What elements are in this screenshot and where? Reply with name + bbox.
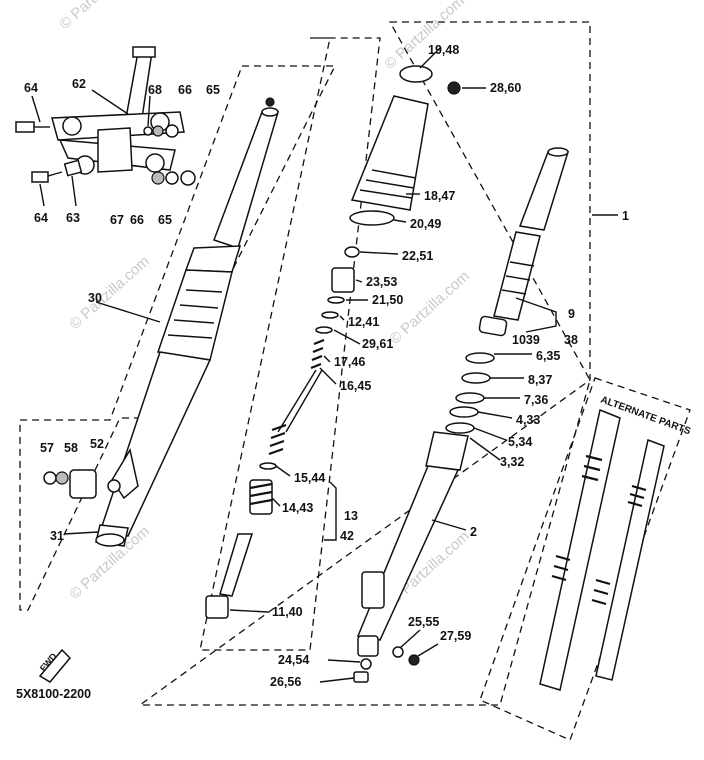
watermark: © Partzilla.com (386, 268, 472, 348)
label-29-61: 29,61 (362, 337, 393, 351)
label-9: 9 (568, 307, 575, 321)
label-24-54: 24,54 (278, 653, 309, 667)
label-5-34: 5,34 (508, 435, 532, 449)
diagram-code: 5X8100-2200 (16, 687, 91, 701)
label-28-60: 28,60 (490, 81, 521, 95)
label-66: 66 (178, 83, 192, 97)
label-27-59: 27,59 (440, 629, 471, 643)
label-16-45: 16,45 (340, 379, 371, 393)
label-26-56: 26,56 (270, 675, 301, 689)
watermark: © Partzilla.com (381, 0, 467, 73)
label-20-49: 20,49 (410, 217, 441, 231)
label-31: 31 (50, 529, 64, 543)
leader-lines (31, 47, 618, 683)
steering-bracket (15, 46, 196, 186)
inner-parts-group-outline (199, 37, 381, 651)
left-fork-leg (43, 97, 280, 547)
label-25-55: 25,55 (408, 615, 439, 629)
label-68: 68 (148, 83, 162, 97)
label-2: 2 (470, 525, 477, 539)
label-17-46: 17,46 (334, 355, 365, 369)
label-7-36: 7,36 (524, 393, 548, 407)
fwd-arrow-icon: FWD (38, 648, 72, 683)
label-6-35: 6,35 (536, 349, 560, 363)
label-30: 30 (88, 291, 102, 305)
label-42: 42 (340, 529, 354, 543)
label-52: 52 (90, 437, 104, 451)
watermark: © Partzilla.com (66, 253, 152, 333)
label-18-47: 18,47 (424, 189, 455, 203)
alternate-parts (539, 408, 665, 691)
label-15-44: 15,44 (294, 471, 325, 485)
label-10-39: 1039 (512, 333, 540, 347)
label-65: 65 (206, 83, 220, 97)
label-63: 63 (66, 211, 80, 225)
label-1: 1 (622, 209, 629, 223)
label-38: 38 (564, 333, 578, 347)
label-66-lower: 66 (130, 213, 144, 227)
label-12-41: 12,41 (348, 315, 379, 329)
watermark: © Partzilla.com (56, 0, 142, 33)
label-64-lower: 64 (34, 211, 48, 225)
label-3-32: 3,32 (500, 455, 524, 469)
label-65-lower: 65 (158, 213, 172, 227)
label-19-48: 19,48 (428, 43, 459, 57)
label-23-53: 23,53 (366, 275, 397, 289)
label-62: 62 (72, 77, 86, 91)
right-fork-assembly-outline (137, 21, 591, 706)
label-13: 13 (344, 509, 358, 523)
label-14-43: 14,43 (282, 501, 313, 515)
right-fork-boot (349, 65, 461, 226)
label-8-37: 8,37 (528, 373, 552, 387)
label-11-40: 11,40 (272, 605, 303, 619)
label-64: 64 (24, 81, 38, 95)
alternate-parts-outline (479, 377, 691, 741)
label-58: 58 (64, 441, 78, 455)
label-67: 67 (110, 213, 124, 227)
inner-parts (205, 246, 360, 619)
right-fork-tube (353, 147, 570, 683)
left-fork-group-outline (19, 65, 337, 611)
label-22-51: 22,51 (402, 249, 433, 263)
label-57: 57 (40, 441, 54, 455)
label-4-33: 4,33 (516, 413, 540, 427)
label-21-50: 21,50 (372, 293, 403, 307)
